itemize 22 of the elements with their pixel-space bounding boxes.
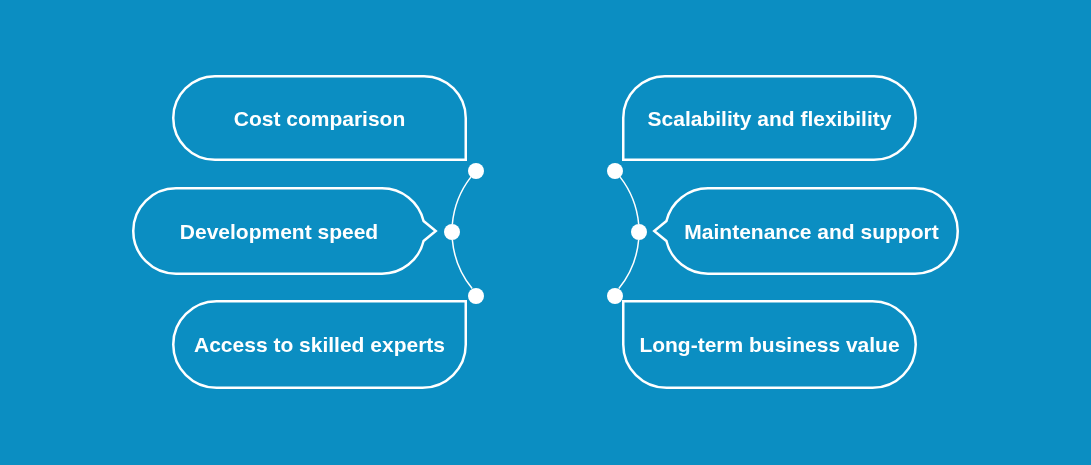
speech-bubble [622,300,917,389]
connector-line [451,239,473,290]
bubble-text: Access to skilled experts [194,332,445,357]
bubble-text: Cost comparison [233,105,406,131]
bubble-text: Scalability and flexibility [647,105,892,131]
connector-line [618,239,640,290]
speech-bubble [132,187,437,275]
connector-dot [607,288,623,304]
connector-line [619,176,640,225]
bubble-text: Maintenance and support [684,218,939,244]
connector-dot [444,224,460,240]
speech-bubble [622,75,917,161]
connector-dot [631,224,647,240]
bubble-text: Long-term business value [639,332,900,357]
connector-dot [468,163,484,179]
connector-dot [468,288,484,304]
bubble-text: Development speed [179,218,379,244]
speech-bubble [653,187,959,275]
speech-bubble [172,300,467,389]
connector-dot [607,163,623,179]
speech-bubble [172,75,467,161]
connector-line [451,176,472,225]
